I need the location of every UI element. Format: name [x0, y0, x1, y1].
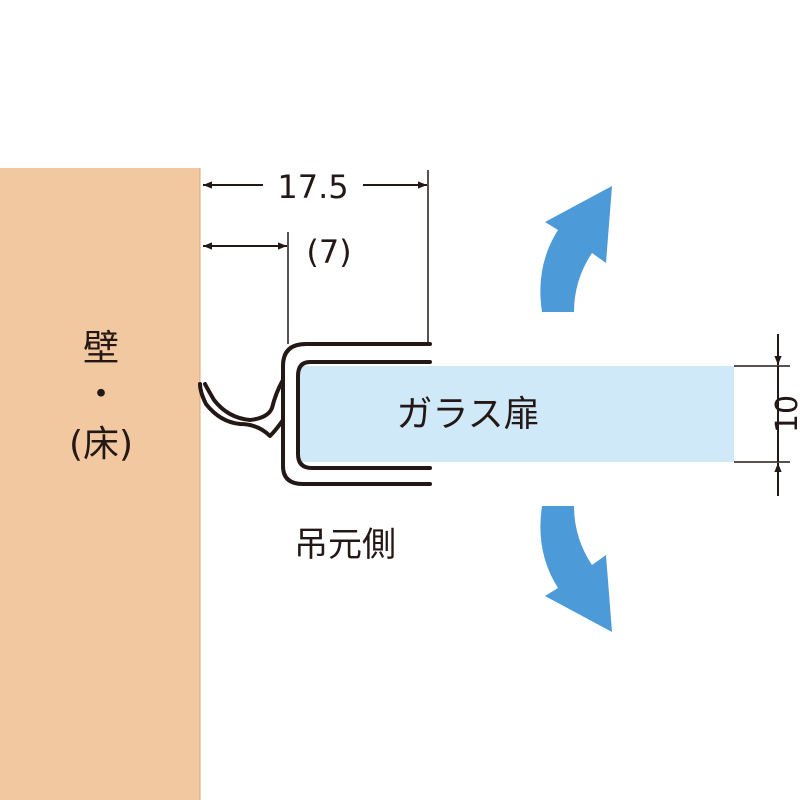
dimension-thickness-label: 10	[770, 395, 800, 433]
floor-label: (床)	[69, 424, 133, 465]
glass-door-panel	[298, 366, 734, 462]
dimension-overall-gap	[263, 168, 363, 202]
wall-block	[0, 168, 200, 800]
glass-door-label: ガラス扉	[396, 394, 539, 435]
wall-label: 壁	[83, 328, 119, 369]
swing-arrow-up-icon	[540, 186, 612, 312]
seal-profile	[198, 342, 432, 486]
dimension-inner-label: (7)	[306, 233, 351, 271]
wall-label-dot: ・	[83, 374, 119, 415]
swing-arrow-down-icon	[540, 506, 612, 632]
hinge-side-label: 吊元側	[294, 525, 396, 565]
dimension-overall-label: 17.5	[277, 168, 348, 206]
